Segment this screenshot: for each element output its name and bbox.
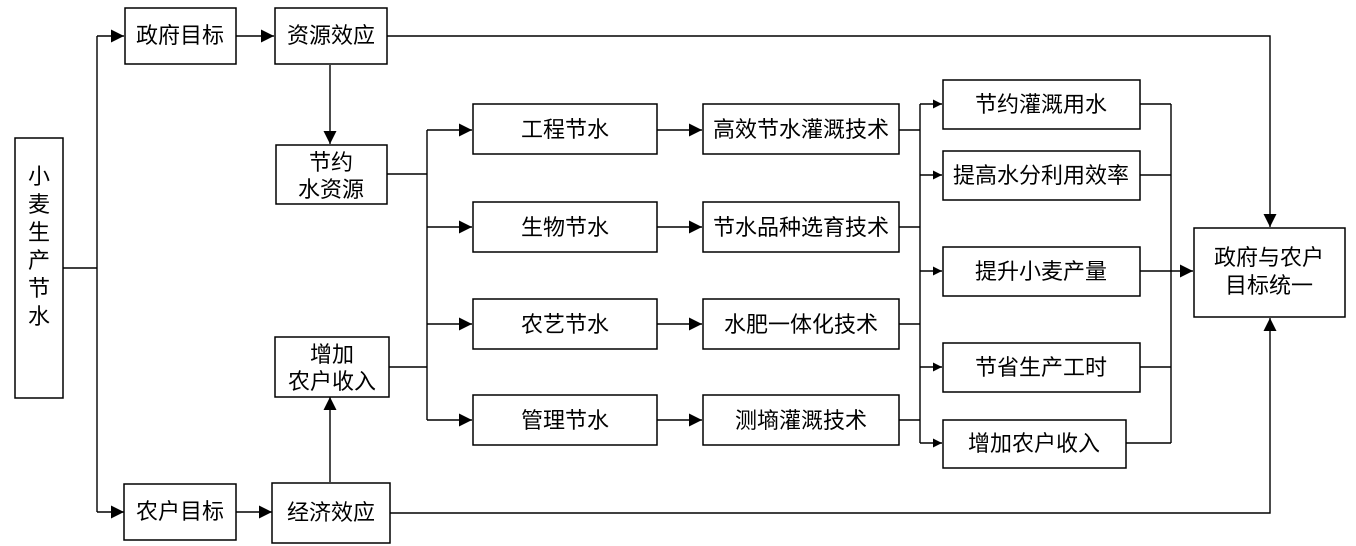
final-line: 目标统一 [1225,274,1313,299]
farmer-goal-node: 农户目标 [123,483,237,541]
tech-moisture-node: 测墒灌溉技术 [702,394,900,446]
tech-breeding-label: 节水品种选育技术 [713,216,889,241]
out-labor-node: 节省生产工时 [942,342,1141,393]
tech-moisture-label: 测墒灌溉技术 [735,409,867,434]
root-char: 生 [28,221,50,246]
out-efficiency-label: 提高水分利用效率 [953,164,1129,189]
root-char: 麦 [28,193,50,218]
root-char: 产 [28,249,50,274]
final-node: 政府与农户 目标统一 [1193,227,1346,318]
management-label: 管理节水 [521,409,609,434]
engineering-label: 工程节水 [521,118,609,143]
final-line: 政府与农户 [1214,246,1324,271]
gov-goal-label: 政府目标 [136,24,224,49]
tech-fertigation-label: 水肥一体化技术 [724,313,878,338]
save-water-resource-line: 水资源 [298,178,364,203]
out-yield-node: 提升小麦产量 [942,246,1141,297]
out-income-node: 增加农户收入 [942,419,1127,469]
resource-effect-label: 资源效应 [287,24,375,49]
root-char: 小 [28,165,50,190]
save-water-resource-node: 节约 水资源 [275,144,388,205]
resource-effect-node: 资源效应 [274,7,388,65]
economic-effect-label: 经济效应 [287,501,375,526]
out-save-irrigation-node: 节约灌溉用水 [942,79,1141,130]
biological-node: 生物节水 [472,201,658,253]
out-yield-label: 提升小麦产量 [975,260,1107,285]
farmer-goal-label: 农户目标 [136,500,224,525]
management-node: 管理节水 [472,394,658,446]
out-income-label: 增加农户收入 [968,432,1100,457]
increase-income-left-line: 农户收入 [288,370,376,395]
root-char: 水 [28,305,50,330]
tech-irrigation-node: 高效节水灌溉技术 [702,103,900,155]
gov-goal-node: 政府目标 [124,7,237,65]
root-node: 小 麦 生 产 节 水 [14,137,64,399]
agronomic-label: 农艺节水 [521,313,609,338]
tech-breeding-node: 节水品种选育技术 [702,201,900,253]
biological-label: 生物节水 [521,216,609,241]
tech-fertigation-node: 水肥一体化技术 [702,298,900,350]
save-water-resource-line: 节约 [309,151,353,176]
out-labor-label: 节省生产工时 [975,356,1107,381]
out-efficiency-node: 提高水分利用效率 [942,150,1141,201]
out-save-irrigation-label: 节约灌溉用水 [975,93,1107,118]
engineering-node: 工程节水 [472,103,658,155]
increase-income-left-node: 增加 农户收入 [274,336,390,398]
increase-income-left-line: 增加 [310,343,354,368]
root-char: 节 [28,277,50,302]
connector-lines [63,29,1277,519]
tech-irrigation-label: 高效节水灌溉技术 [713,118,889,143]
agronomic-node: 农艺节水 [472,298,658,350]
economic-effect-node: 经济效应 [271,482,391,544]
